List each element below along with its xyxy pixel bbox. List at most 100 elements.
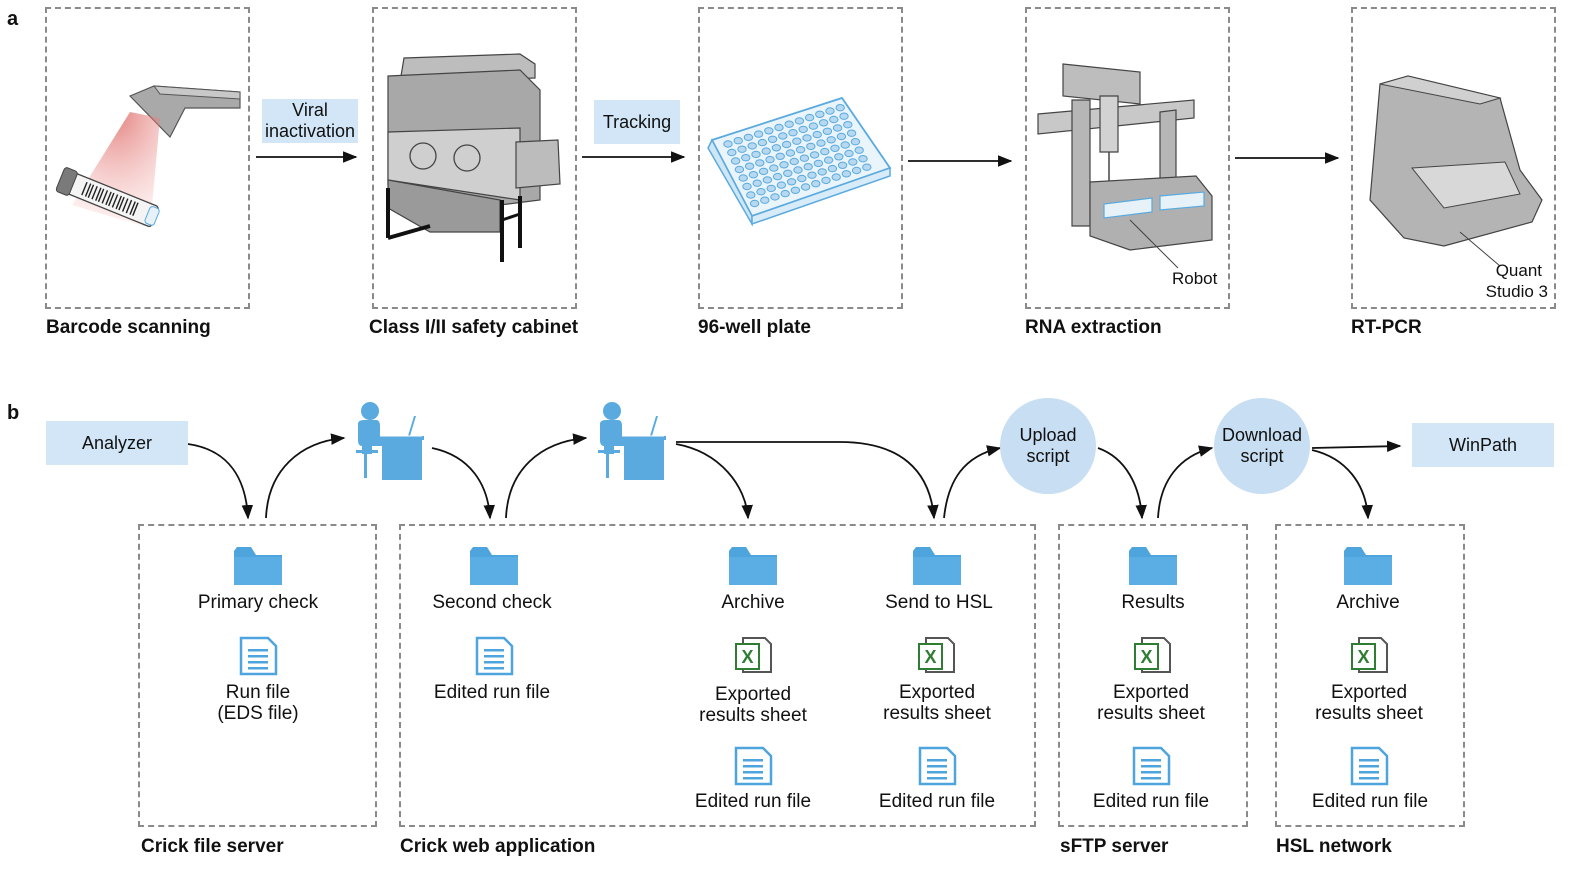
plate-well [738, 174, 748, 182]
plate-well [851, 166, 862, 175]
plate-well [788, 129, 798, 137]
plate-well [809, 151, 820, 159]
plate-well [737, 145, 747, 153]
plate-well [769, 164, 779, 172]
plate-well [783, 169, 793, 178]
sftp-server-box [1058, 524, 1248, 827]
plate-well [825, 107, 835, 115]
plate-well [781, 140, 792, 149]
caption-rt-pcr: RT-PCR [1351, 317, 1422, 338]
folder-label-second-check: Second check [432, 592, 552, 613]
upload-script-node: Upload script [1000, 398, 1096, 494]
plate-well [730, 157, 741, 165]
plate-well [826, 136, 836, 144]
label-tracking: Tracking [594, 100, 680, 144]
plate-well [789, 157, 799, 166]
panel-a-letter: a [7, 8, 19, 30]
plate-well [780, 189, 790, 198]
plate-well [815, 110, 825, 119]
safety-cabinet-icon [386, 53, 561, 262]
exported-send-line1: Exported [898, 682, 976, 703]
download-line2: script [1240, 446, 1284, 466]
plate-well [770, 193, 780, 201]
well-plate-icon [707, 96, 892, 227]
folder-label-send-to-hsl: Send to HSL [885, 592, 993, 613]
plate-well [795, 146, 806, 154]
plate-well [749, 199, 760, 208]
plate-well [733, 137, 743, 145]
plate-well [818, 119, 829, 127]
plate-well [764, 127, 774, 135]
plate-well [766, 184, 776, 193]
exported-results-line2: results sheet [1097, 703, 1205, 724]
plate-well [848, 158, 858, 166]
crick-web-application-box [399, 524, 1036, 827]
note-quant: Quant [1495, 261, 1542, 280]
edited-run-file-results: Edited run file [1092, 791, 1210, 812]
folder-label-archive-web: Archive [721, 592, 785, 613]
analyzer-label: Analyzer [46, 421, 188, 465]
person-at-desk-icon [597, 401, 667, 481]
plate-well [774, 123, 784, 132]
plate-well [757, 138, 768, 147]
plate-well [844, 149, 854, 158]
caption-barcode-scanning: Barcode scanning [46, 317, 211, 338]
plate-well [834, 153, 844, 161]
edited-run-file-hsl: Edited run file [1311, 791, 1429, 812]
caption-hsl-network: HSL network [1276, 836, 1392, 857]
plate-well [836, 132, 847, 141]
station-box-pcr [1351, 7, 1556, 309]
plate-well [765, 155, 775, 164]
plate-well [785, 149, 796, 157]
winpath-label: WinPath [1412, 423, 1554, 467]
plate-well [850, 138, 861, 146]
plate-well [751, 150, 761, 159]
plate-well [743, 133, 754, 142]
plate-well [797, 174, 807, 183]
exported-hsl-line1: Exported [1330, 682, 1408, 703]
plate-well [752, 179, 762, 187]
exported-results-line1: Exported [1112, 682, 1190, 703]
plate-well [792, 137, 802, 145]
plate-well [794, 117, 805, 125]
plate-well [806, 142, 816, 151]
plate-well [741, 154, 751, 162]
edited-run-file-second-check: Edited run file [433, 682, 551, 703]
plate-well [793, 166, 803, 174]
note-robot: Robot [1172, 269, 1218, 288]
caption-96-well-plate: 96-well plate [698, 317, 811, 338]
plate-well [802, 134, 812, 142]
plate-well [723, 140, 733, 148]
plate-well [744, 162, 755, 170]
plate-well [822, 127, 833, 136]
person-at-desk-icon [355, 401, 425, 481]
plate-well [837, 161, 848, 170]
plate-well [747, 142, 757, 150]
download-line1: Download [1221, 425, 1303, 445]
download-script-node: Download script [1214, 398, 1310, 494]
exported-send-line2: results sheet [883, 703, 991, 724]
plate-well [779, 161, 789, 169]
plate-well [807, 171, 817, 179]
folder-label-results: Results [1121, 592, 1185, 613]
plate-well [816, 139, 826, 147]
plate-well [823, 156, 834, 164]
viral-line2: inactivation [264, 121, 356, 141]
plate-well [812, 130, 822, 139]
plate-well [832, 124, 843, 132]
plate-well [734, 165, 745, 174]
plate-well [784, 120, 794, 128]
pcr-machine-icon [1369, 75, 1543, 267]
plate-well [840, 141, 850, 149]
plate-well [862, 163, 872, 171]
plate-well [821, 176, 831, 185]
plate-well [831, 173, 841, 181]
folder-label-archive-hsl: Archive [1336, 592, 1400, 613]
plate-well [761, 147, 771, 155]
robot-icon [1037, 63, 1213, 269]
plate-well [841, 170, 852, 178]
plate-well [800, 183, 811, 191]
caption-sftp-server: sFTP server [1060, 836, 1169, 857]
station-box-barcode [45, 7, 250, 309]
